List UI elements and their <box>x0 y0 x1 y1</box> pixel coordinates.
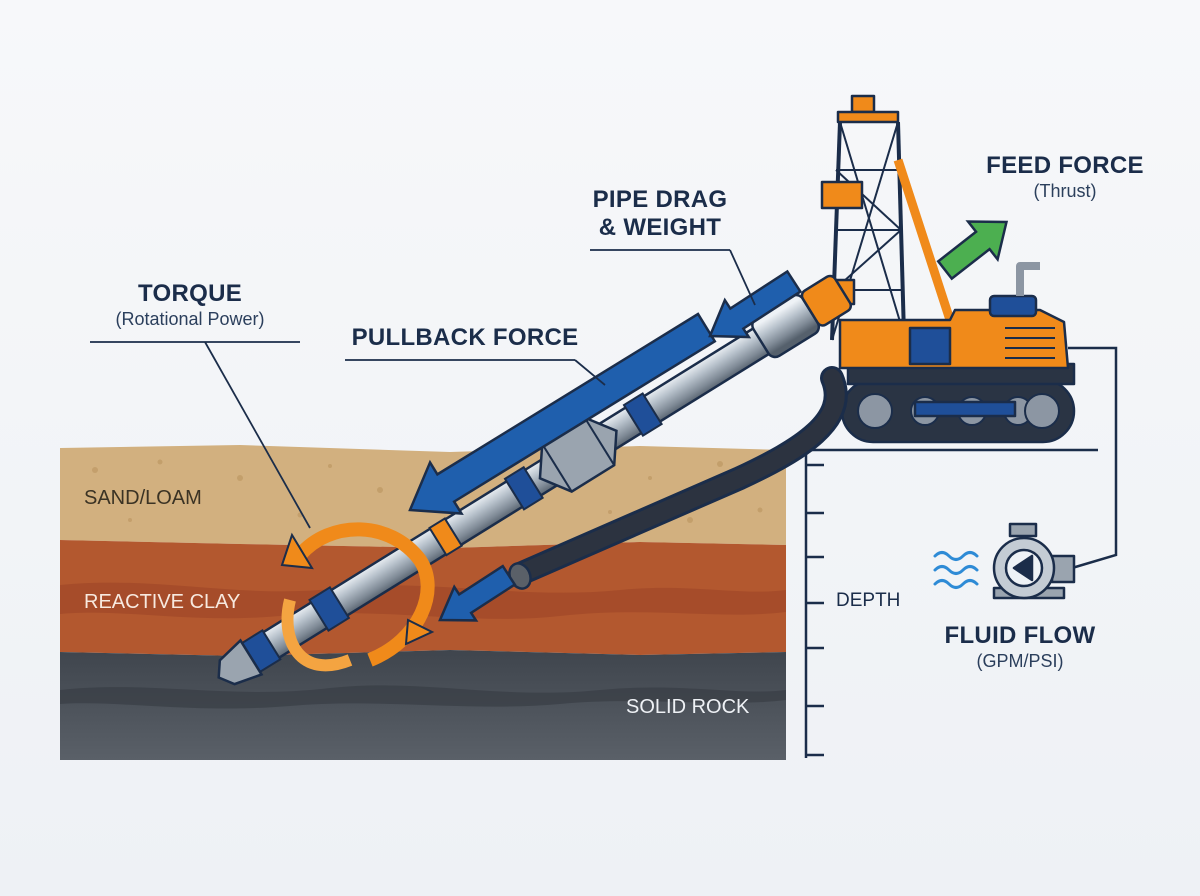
torque-heading: TORQUE <box>137 280 243 307</box>
fluid-line <box>1068 346 1118 570</box>
stratum-label-solid-rock: SOLID ROCK <box>626 696 750 718</box>
torque-arrow-icon <box>280 522 435 672</box>
pipe-drag-line1: PIPE DRAG <box>592 186 728 213</box>
fluid-flow-heading: FLUID FLOW <box>944 622 1096 649</box>
pipe-drag-line2: & WEIGHT <box>598 214 722 241</box>
pullback-force-label: PULLBACK FORCE <box>335 324 595 352</box>
fluid-flow-label: FLUID FLOW (GPM/PSI) <box>920 622 1120 672</box>
drill-rig-icon <box>820 94 1076 444</box>
pullback-force-arrow <box>408 312 717 515</box>
fluid-wave-icon <box>933 551 979 589</box>
feed-force-heading: FEED FORCE <box>986 152 1144 179</box>
drill-bit-icon <box>217 628 282 686</box>
torque-label: TORQUE (Rotational Power) <box>70 280 310 330</box>
pullback-force-heading: PULLBACK FORCE <box>351 324 579 351</box>
feed-force-subtitle: (Thrust) <box>1033 181 1097 201</box>
stratum-label-sand-loam: SAND/LOAM <box>84 487 202 509</box>
drill-string <box>217 274 853 686</box>
feed-force-label: FEED FORCE (Thrust) <box>960 152 1170 202</box>
torque-subtitle: (Rotational Power) <box>115 309 265 329</box>
fluid-flow-arrow <box>438 564 517 622</box>
fluid-flow-subtitle: (GPM/PSI) <box>976 651 1064 671</box>
leader-lines <box>90 249 756 529</box>
feed-force-arrow <box>936 220 1009 281</box>
depth-scale <box>804 450 824 758</box>
mud-pump-icon <box>992 522 1076 600</box>
depth-label: DEPTH <box>836 590 901 611</box>
stratum-label-reactive-clay: REACTIVE CLAY <box>84 591 241 613</box>
pipe-drag-label: PIPE DRAG & WEIGHT <box>560 186 760 242</box>
